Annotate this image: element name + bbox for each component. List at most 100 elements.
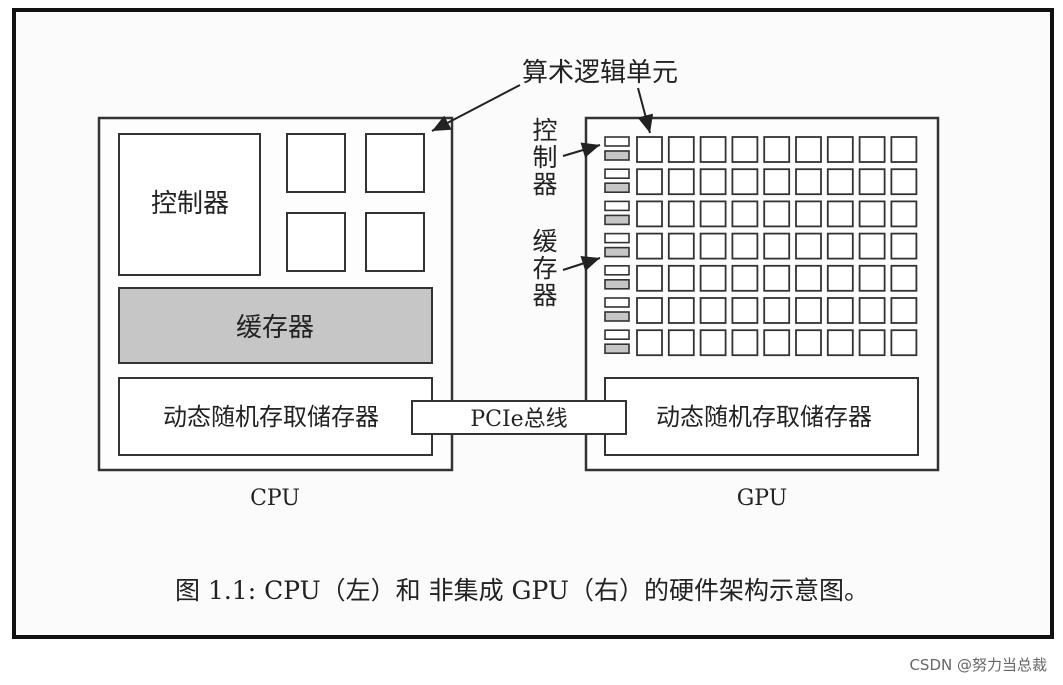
gpu-controller-label-1: 控: [532, 116, 557, 145]
gpu-control-cell: [604, 297, 630, 308]
gpu-alu-cell: [699, 329, 727, 357]
figure-caption: 图 1.1: CPU（左）和 非集成 GPU（右）的硬件架构示意图。: [175, 576, 869, 605]
gpu-alu-cell: [763, 297, 791, 324]
gpu-alu-cell: [795, 329, 822, 357]
gpu-alu-cell: [763, 168, 791, 196]
gpu-alu-cell: [890, 329, 918, 357]
gpu-alu-cell: [636, 329, 663, 357]
gpu-alu-cell: [699, 264, 727, 292]
gpu-alu-cell: [858, 168, 886, 196]
gpu-alu-cell: [890, 168, 918, 196]
gpu-alu-cell: [795, 168, 822, 196]
gpu-cache-cell: [604, 150, 630, 161]
alu-label: 算术逻辑单元: [522, 58, 678, 88]
gpu-cache-cell: [604, 278, 630, 290]
gpu-alu-cell: [763, 136, 791, 163]
gpu-alu-cell: [731, 297, 759, 324]
gpu-alu-cell: [858, 329, 886, 357]
gpu-alu-cell: [636, 232, 663, 260]
gpu-alu-cell: [636, 200, 663, 228]
gpu-cache-label-3: 器: [532, 281, 557, 310]
gpu-alu-cell: [636, 264, 663, 292]
gpu-alu-cell: [636, 136, 663, 163]
gpu-cache-cell: [604, 343, 630, 355]
gpu-alu-cell: [667, 232, 695, 260]
gpu-controller-label-2: 制: [532, 143, 557, 172]
gpu-alu-cell: [731, 329, 759, 357]
gpu-cache-label-2: 存: [532, 254, 557, 283]
cpu-alu: [365, 212, 425, 272]
cpu-alu: [286, 133, 346, 193]
controller-arrow: [562, 142, 601, 158]
gpu-alu-cell: [763, 200, 791, 228]
alu-arrow-cpu: [431, 84, 521, 132]
gpu-alu-cell: [795, 136, 822, 163]
cpu-controller-label: 控制器: [151, 189, 229, 219]
gpu-alu-cell: [890, 136, 918, 163]
gpu-alu-cell: [890, 264, 918, 292]
gpu-grid: [604, 136, 918, 357]
gpu-alu-cell: [763, 329, 791, 357]
cpu-cache: [118, 287, 433, 364]
pcie-bus-label: PCIe总线: [470, 407, 567, 432]
cpu-alu: [286, 212, 346, 272]
gpu-alu-cell: [826, 264, 854, 292]
cpu-dram: [118, 377, 433, 456]
gpu-alu-cell: [858, 297, 886, 324]
gpu-alu-cell: [636, 168, 663, 196]
gpu-alu-cell: [699, 297, 727, 324]
gpu-control-cell: [604, 232, 630, 244]
gpu-alu-cell: [763, 264, 791, 292]
gpu-cache-cell: [604, 311, 630, 322]
gpu-alu-cell: [858, 232, 886, 260]
gpu-alu-cell: [636, 297, 663, 324]
gpu-controller-label-3: 器: [532, 170, 557, 199]
gpu-alu-cell: [731, 168, 759, 196]
gpu-alu-cell: [731, 264, 759, 292]
gpu-control-cell: [604, 168, 630, 179]
gpu-alu-cell: [699, 168, 727, 196]
gpu-control-cell: [604, 136, 630, 147]
gpu-alu-cell: [699, 136, 727, 163]
gpu-alu-cell: [858, 264, 886, 292]
gpu-cache-label-1: 缓: [532, 227, 557, 256]
cpu-dram-label: 动态随机存取储存器: [163, 403, 379, 431]
watermark: CSDN @努力当总裁: [909, 656, 1047, 674]
gpu-alu-cell: [826, 168, 854, 196]
gpu-alu-cell: [826, 297, 854, 324]
gpu-alu-cell: [667, 297, 695, 324]
pcie-bus: [411, 400, 627, 435]
gpu-alu-cell: [731, 200, 759, 228]
gpu-alu-cell: [795, 297, 822, 324]
gpu-alu-cell: [890, 232, 918, 260]
gpu-alu-cell: [826, 200, 854, 228]
gpu-alu-cell: [795, 264, 822, 292]
cache-arrow: [562, 255, 601, 272]
gpu-alu-cell: [763, 232, 791, 260]
gpu-control-cell: [604, 264, 630, 276]
gpu-alu-cell: [699, 232, 727, 260]
alu-arrow-gpu: [637, 87, 654, 134]
gpu-alu-cell: [667, 329, 695, 357]
cpu-title: CPU: [250, 486, 300, 511]
gpu-cache-cell: [604, 246, 630, 258]
gpu-alu-cell: [667, 136, 695, 163]
gpu-cache-cell: [604, 214, 630, 226]
gpu-alu-cell: [826, 329, 854, 357]
gpu-alu-cell: [731, 232, 759, 260]
gpu-title: GPU: [737, 486, 788, 511]
gpu-alu-cell: [890, 200, 918, 228]
gpu-alu-cell: [858, 200, 886, 228]
gpu-dram-label: 动态随机存取储存器: [656, 403, 872, 431]
gpu-alu-cell: [795, 200, 822, 228]
gpu-alu-cell: [890, 297, 918, 324]
gpu-alu-cell: [826, 232, 854, 260]
gpu-alu-cell: [667, 168, 695, 196]
gpu-alu-cell: [826, 136, 854, 163]
gpu-cache-cell: [604, 182, 630, 193]
gpu-control-cell: [604, 200, 630, 212]
cpu-alu: [365, 133, 425, 193]
gpu-alu-cell: [667, 264, 695, 292]
gpu-alu-cell: [699, 200, 727, 228]
